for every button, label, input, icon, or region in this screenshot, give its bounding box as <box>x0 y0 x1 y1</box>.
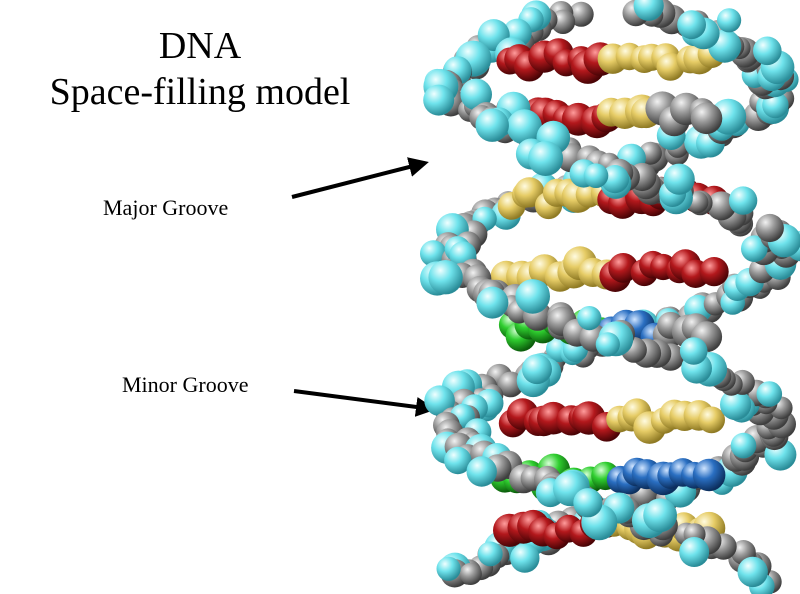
atom-sphere <box>679 537 710 567</box>
atom-sphere <box>459 562 482 586</box>
major-groove-label: Major Groove <box>103 195 229 220</box>
dna-space-filling-model <box>420 0 800 594</box>
major-groove-arrow <box>291 157 429 199</box>
atom-sphere <box>698 406 725 434</box>
minor-groove-label: Minor Groove <box>122 372 249 397</box>
atom-sphere <box>706 191 736 221</box>
atom-sphere <box>522 354 552 385</box>
atom-sphere <box>737 556 768 588</box>
atom-sphere <box>577 306 602 331</box>
atom-sphere <box>600 165 630 194</box>
atom-sphere <box>515 279 550 314</box>
atom-sphere <box>753 36 782 66</box>
atom-sphere <box>633 0 664 21</box>
atom-sphere <box>420 240 447 267</box>
atom-sphere <box>476 286 509 319</box>
atom-sphere <box>583 163 609 188</box>
atom-sphere <box>423 84 455 116</box>
atom-sphere <box>717 8 742 33</box>
atom-sphere <box>608 253 639 283</box>
atom-sphere <box>510 543 540 573</box>
atom-sphere <box>424 385 455 417</box>
atom-sphere <box>573 488 603 518</box>
atom-sphere <box>528 141 564 176</box>
atom-sphere <box>690 102 723 135</box>
title-dna: DNA <box>158 25 242 67</box>
atom-sphere <box>466 456 497 487</box>
atom-sphere <box>643 498 677 533</box>
atom-sphere <box>663 163 695 195</box>
atom-sphere <box>475 108 509 142</box>
atom-sphere <box>436 556 461 581</box>
atom-sphere <box>677 10 706 40</box>
title-block: DNA Space-filling model <box>0 24 400 116</box>
atom-sphere <box>444 446 472 475</box>
atom-sphere <box>756 381 783 407</box>
atom-sphere <box>679 337 708 365</box>
atom-sphere <box>692 458 726 492</box>
atom-sphere <box>477 541 503 567</box>
atom-sphere <box>699 257 729 287</box>
minor-groove-arrow <box>293 389 436 417</box>
atom-sphere <box>506 109 542 145</box>
atom-sphere <box>755 213 784 243</box>
atom-sphere <box>550 9 576 35</box>
atom-sphere <box>728 186 758 215</box>
atom-sphere <box>595 332 620 357</box>
atom-sphere <box>730 432 757 459</box>
atom-sphere <box>428 260 463 295</box>
atom-sphere <box>720 389 752 421</box>
atom-sphere <box>741 235 768 262</box>
title-space-filling-model: Space-filling model <box>49 71 351 113</box>
